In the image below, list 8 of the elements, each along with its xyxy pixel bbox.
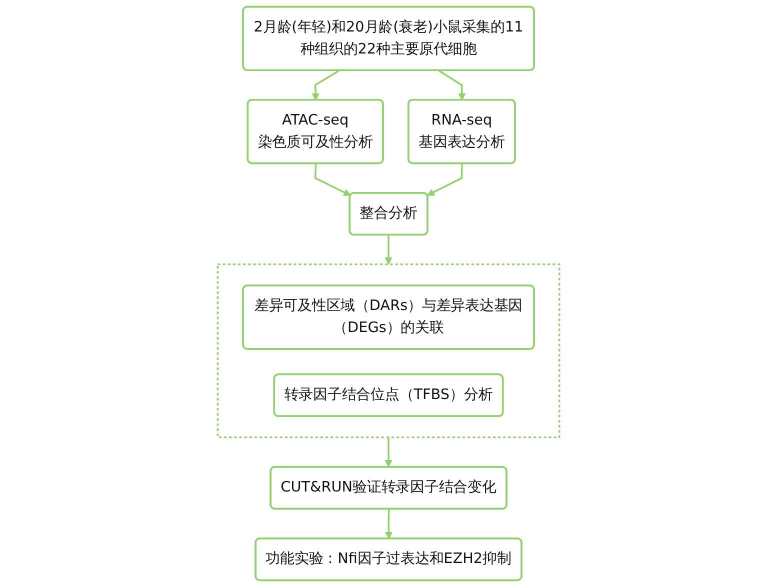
cluster [216, 263, 560, 438]
arrow [385, 509, 392, 540]
arrow [384, 437, 392, 468]
arrow [384, 234, 392, 265]
arrow [426, 164, 463, 196]
arrow [438, 70, 466, 101]
arrow [312, 70, 340, 101]
arrow [314, 164, 351, 196]
